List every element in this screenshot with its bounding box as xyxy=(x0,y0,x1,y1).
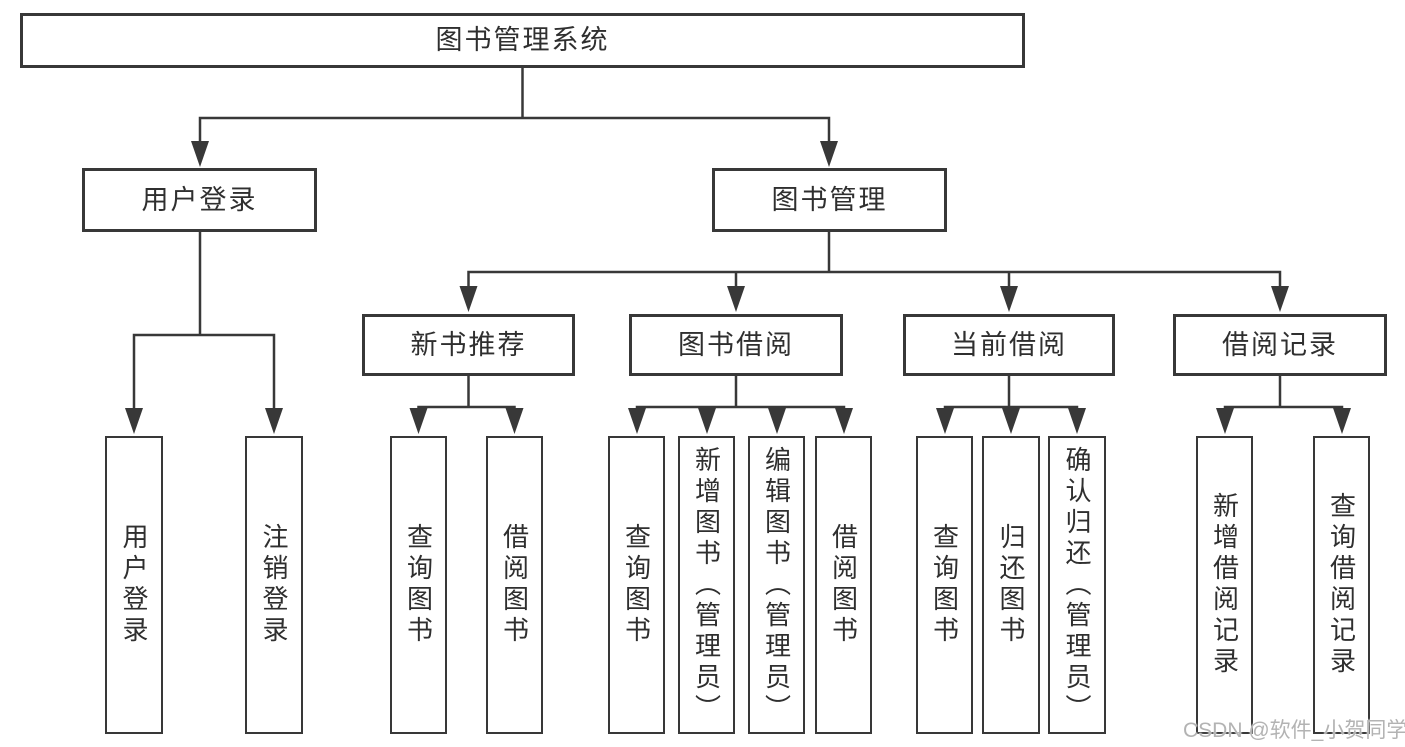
node-book-borrow: 图书借阅 xyxy=(629,314,843,376)
leaf-query-book-borrow: 查询图书 xyxy=(608,436,665,734)
leaf-return-book: 归还图书 xyxy=(982,436,1040,734)
leaf-user-login: 用户登录 xyxy=(105,436,163,734)
leaf-query-book-recommend: 查询图书 xyxy=(390,436,447,734)
leaf-borrow-book: 借阅图书 xyxy=(815,436,872,734)
arrowhead xyxy=(768,408,786,434)
arrowhead xyxy=(727,286,745,312)
arrowhead xyxy=(125,408,143,434)
arrowhead xyxy=(820,141,838,167)
arrowhead xyxy=(191,141,209,167)
arrowhead xyxy=(409,408,428,434)
arrowhead xyxy=(936,408,954,434)
leaf-add-borrow-record: 新增借阅记录 xyxy=(1196,436,1253,734)
connector-path xyxy=(132,66,1344,416)
node-new-book-recommend: 新书推荐 xyxy=(362,314,575,376)
arrowhead xyxy=(1216,408,1234,434)
leaf-edit-book-admin: 编辑图书（管理员） xyxy=(748,436,805,734)
arrowhead xyxy=(1271,286,1289,312)
node-library-management-system: 图书管理系统 xyxy=(20,13,1025,68)
leaf-query-book-current: 查询图书 xyxy=(916,436,973,734)
arrowhead xyxy=(698,408,716,434)
leaf-confirm-return-admin: 确认归还（管理员） xyxy=(1048,436,1106,734)
arrowhead xyxy=(459,286,478,312)
leaf-query-borrow-record: 查询借阅记录 xyxy=(1313,436,1370,734)
node-current-borrow: 当前借阅 xyxy=(903,314,1115,376)
arrowhead xyxy=(835,408,853,434)
node-borrow-record: 借阅记录 xyxy=(1173,314,1387,376)
leaf-logout-login: 注销登录 xyxy=(245,436,303,734)
arrowhead xyxy=(628,408,646,434)
node-user-login: 用户登录 xyxy=(82,168,317,232)
arrowhead xyxy=(505,408,524,434)
arrowheads xyxy=(125,141,1351,434)
node-book-management: 图书管理 xyxy=(712,168,947,232)
arrowhead xyxy=(1002,408,1020,434)
leaf-add-book-admin: 新增图书（管理员） xyxy=(678,436,735,734)
arrowhead xyxy=(1000,286,1018,312)
watermark: CSDN @软件_小贺同学 xyxy=(1183,719,1405,742)
arrowhead xyxy=(1068,408,1086,434)
arrowhead xyxy=(265,408,283,434)
leaf-borrow-book-recommend: 借阅图书 xyxy=(486,436,543,734)
arrowhead xyxy=(1333,408,1351,434)
